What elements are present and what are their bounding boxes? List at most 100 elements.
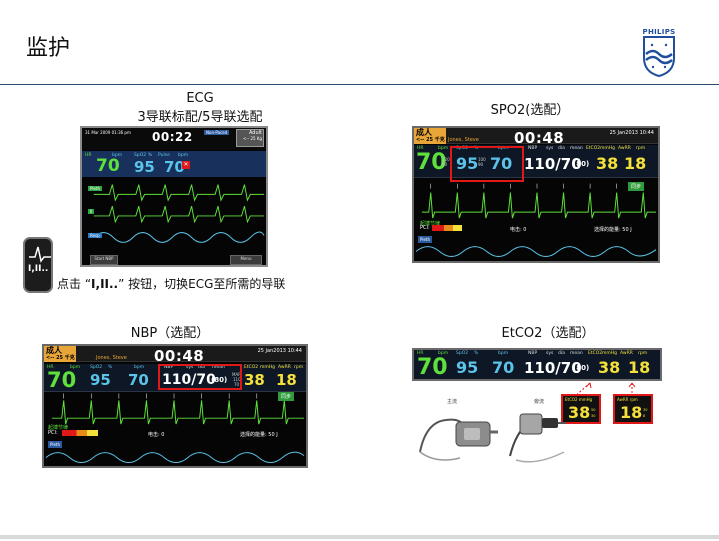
etco2-nbp-mean-value: (80) — [573, 364, 590, 372]
etco2-spo2-unit: % — [474, 351, 479, 356]
ecg-hr-label: HR — [85, 153, 92, 158]
etco2-awrr-label: AwRR — [620, 351, 633, 356]
ecg-lead-ii[interactable]: II — [88, 209, 95, 214]
lead-instruction-button-name: I,II.. — [91, 277, 119, 291]
nbp-nbp-value: 110/70 — [162, 372, 216, 388]
spo2-nbp-dia: dia — [558, 146, 565, 151]
nbp-pads-text: 电击: — [148, 432, 160, 438]
ecg-patient-type[interactable]: Adult <-- 25 Kg — [236, 129, 264, 147]
ecg-pulse-value: 70 — [164, 158, 185, 176]
etco2-spo2-value: 95 — [456, 358, 479, 377]
etco2-etco2-unit: mmHg — [602, 351, 618, 356]
nbp-pleth-tag[interactable]: Pleth — [48, 441, 63, 448]
ecg-caption-title: ECG — [186, 91, 214, 106]
etco2-popup-limit-low: 30 — [591, 414, 596, 418]
nbp-energy-value: 50 — [268, 432, 275, 438]
alarm-off-icon: ✕ — [182, 161, 190, 169]
spo2-nbp-mean-value: (80) — [573, 160, 590, 168]
spo2-date: 25 Jan2013 10:44 — [609, 130, 654, 136]
lead-select-button[interactable]: I,II.. — [23, 237, 53, 293]
spo2-spo2-unit: % — [474, 146, 479, 151]
nbp-etco2-label: EtCO2 — [244, 365, 259, 370]
spo2-pleth-tag[interactable]: Pleth — [418, 236, 433, 243]
etco2-awrr-unit: rpm — [638, 351, 648, 356]
etco2-nbp-sys: sys — [546, 351, 554, 356]
nbp-bed-weight: <-- 25 千克 — [46, 355, 75, 361]
spo2-patient-name: Jones, Steve — [448, 137, 479, 143]
spo2-sync-button[interactable]: 同步 — [628, 182, 645, 191]
nbp-hr-value: 70 — [47, 368, 77, 392]
title-divider — [0, 84, 719, 85]
nbp-pci-label: PCI: — [48, 430, 58, 436]
nbp-map-high: 110 — [233, 377, 241, 382]
nbp-param-bar: HR bpm SpO2 % bpm NBP sys dia mean EtCO2… — [44, 364, 306, 392]
nbp-pci-bar — [62, 430, 98, 436]
nbp-nbp-label: NBP — [164, 365, 174, 370]
spo2-pci-label: PCI: — [420, 225, 430, 231]
etco2-popup-value: 38 — [568, 403, 591, 422]
spo2-bed-type: 成人 — [416, 128, 432, 137]
awrr-popup-label: AwRR rpm — [617, 397, 638, 402]
start-nbp-button[interactable]: Start NBP — [90, 255, 118, 265]
page-title: 监护 — [26, 36, 71, 61]
spo2-monitor-screen: 成人<-- 25 千克 Jones, Steve 00:48 25 Jan201… — [412, 126, 660, 263]
nbp-patient-name: Jones, Steve — [96, 355, 127, 361]
spo2-awrr-unit: rpm — [636, 146, 646, 151]
philips-logo-text: PHILIPS — [642, 28, 676, 36]
menu-button[interactable]: Menu — [230, 255, 262, 265]
spo2-spo2-limit-high: 100 — [478, 157, 486, 162]
etco2-nbp-dia: dia — [558, 351, 565, 356]
etco2-nbp-value: 110/70 — [524, 359, 582, 377]
nbp-energy-label: 选择的能量: 50 J — [240, 431, 278, 438]
spo2-spo2-value: 95 — [456, 154, 479, 173]
nbp-spo2-label: SpO2 — [90, 365, 103, 370]
awrr-popup-limit-high: 30 — [643, 408, 648, 412]
spo2-nbp-sys: sys — [546, 146, 554, 151]
lead-instruction-suffix: ” 按钮，切换ECG至所需的导联 — [118, 277, 286, 291]
ecg-hr-value: 70 — [96, 156, 120, 176]
spo2-nbp-value: 110/70 — [524, 155, 582, 173]
spo2-nbp-label: NBP — [528, 146, 538, 151]
nbp-bed-label: 成人<-- 25 千克 — [44, 346, 76, 362]
nbp-awrr-unit: rpm — [294, 365, 304, 370]
spo2-hr-label: HR — [417, 146, 424, 151]
etco2-etco2-value: 38 — [598, 358, 621, 377]
spo2-pads-label: 电击: 0 — [510, 226, 526, 233]
spo2-hr-limit-high: 120 — [442, 157, 450, 162]
nbp-date: 25 Jan2013 10:44 — [257, 348, 302, 354]
nbp-spo2-value: 95 — [90, 371, 111, 389]
nbp-monitor-header: 成人<-- 25 千克 Jones, Steve 00:48 25 Jan201… — [44, 346, 306, 365]
spo2-energy-text: 选择的能量: — [594, 227, 621, 233]
spo2-pads-text: 电击: — [510, 227, 522, 233]
philips-shield-icon — [643, 36, 675, 78]
spo2-pacer-label: 起搏节律 — [420, 221, 441, 227]
spo2-pads-value: 0 — [523, 227, 527, 233]
awrr-popup-value: 18 — [620, 403, 643, 422]
spo2-awrr-value: 18 — [624, 154, 647, 173]
nbp-hr-label: HR — [47, 365, 54, 370]
nbp-hr-unit: bpm — [70, 365, 81, 370]
ecg-header: 31 Mar 2009 01:36 pm 00:22 Non-Paced Adu… — [82, 128, 266, 150]
spo2-etco2-label: EtCO2 — [586, 146, 601, 151]
nbp-pads-value: 0 — [161, 432, 165, 438]
etco2-etco2-label: EtCO2 — [588, 351, 603, 356]
spo2-hr-limit-low: 50 — [442, 162, 448, 167]
lead-select-instruction: 点击 “I,II..” 按钮，切换ECG至所需的导联 — [57, 275, 285, 292]
nbp-time: 00:48 — [154, 347, 205, 365]
mainstream-sensor-label: 主流 — [447, 399, 458, 405]
ecg-spo2-label: SpO2 — [134, 153, 147, 158]
etco2-popup-limit-high: 50 — [591, 408, 596, 412]
ecg-waveforms — [93, 184, 265, 243]
ecg-lead-pleth[interactable]: Pleth — [88, 186, 103, 191]
nbp-pacer-label: 起搏节律 — [48, 425, 69, 431]
lead-select-button-label: I,II.. — [28, 264, 49, 274]
nbp-sync-button[interactable]: 同步 — [278, 392, 295, 401]
ecg-hr-unit: bpm — [112, 153, 123, 158]
spo2-spo2-label: SpO2 — [456, 146, 469, 151]
ecg-pulse-label: Pulse — [158, 153, 170, 158]
co2-sensors-image — [419, 413, 566, 463]
ecg-lead-resp[interactable]: Resp — [88, 233, 102, 238]
nbp-nbp-sys: sys — [186, 365, 194, 370]
nbp-spo2-unit: % — [108, 365, 113, 370]
spo2-spo2-limit-low: 90 — [478, 162, 484, 167]
